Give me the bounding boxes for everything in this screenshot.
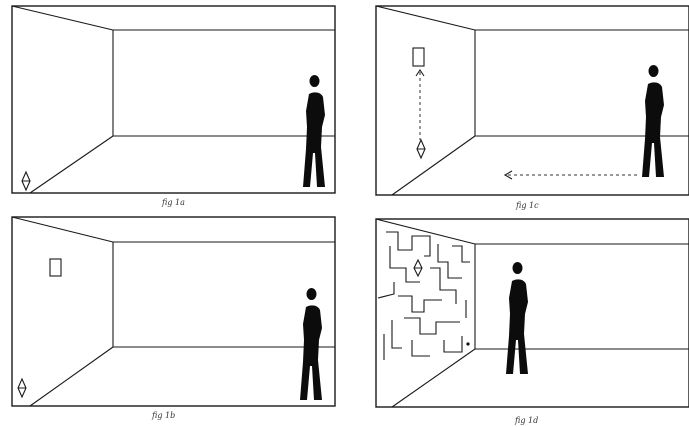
caption: fig 1a (161, 198, 185, 207)
maze-drawing (378, 232, 470, 360)
panel-d: fig 1d (376, 219, 689, 425)
panel-c: fig 1b (12, 217, 335, 420)
person-figure (300, 288, 322, 400)
panel-frame (12, 6, 335, 193)
person-figure (506, 262, 528, 374)
ceiling-edge (376, 6, 475, 30)
lamp-icon (417, 140, 425, 158)
panel-frame (12, 217, 335, 406)
window-marker (413, 48, 424, 66)
lamp-icon (22, 172, 30, 190)
lamp-icon (414, 260, 422, 276)
caption: fig 1d (514, 416, 538, 425)
person-figure (303, 75, 325, 187)
person-figure (642, 65, 664, 177)
floor-edge (30, 347, 113, 406)
caption: fig 1b (151, 411, 175, 420)
floor-edge (392, 136, 475, 195)
panel-b: fig 1c (376, 6, 689, 210)
panel-frame (376, 6, 689, 195)
floor-edge (30, 136, 113, 193)
lamp-icon (18, 379, 26, 397)
ceiling-edge (12, 6, 113, 30)
panel-frame (376, 219, 689, 407)
window-marker (50, 259, 61, 276)
floor-edge (392, 349, 475, 407)
caption: fig 1c (515, 201, 539, 210)
ceiling-edge (12, 217, 113, 242)
panel-a: fig 1a (12, 6, 335, 207)
floor-dot (466, 342, 469, 345)
